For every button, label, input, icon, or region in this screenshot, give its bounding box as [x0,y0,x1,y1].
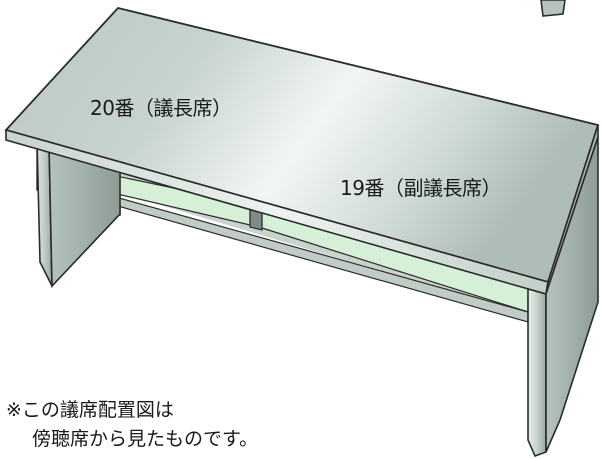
viewpoint-note: ※この議席配置図は 傍聴席から見たものです。 [6,396,258,454]
adjacent-desk-fragment [540,0,566,17]
note-line-1: ※この議席配置図は [6,399,174,421]
right-leg-side [545,136,599,453]
right-leg [527,287,547,458]
note-line-2: 傍聴席から見たものです。 [32,428,259,450]
seat-label-vice-chair: 19番（副議長席） [340,176,501,200]
seat-label-chair: 20番（議長席） [90,96,232,120]
